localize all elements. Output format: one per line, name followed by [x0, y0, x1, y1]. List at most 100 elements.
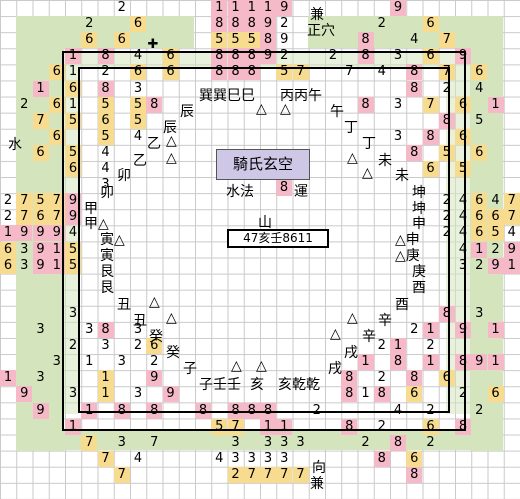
grid-cell[interactable]: 2 [491, 241, 500, 257]
grid-cell[interactable]: 5 [97, 96, 114, 113]
grid-cell[interactable]: 4 [377, 64, 386, 80]
grid-cell[interactable]: 2 [361, 434, 370, 450]
grid-cell[interactable]: 9 [32, 257, 49, 274]
grid-cell[interactable]: 7 [113, 466, 130, 483]
grid-cell[interactable]: 3 [393, 96, 403, 112]
grid-cell[interactable]: 7 [345, 64, 354, 80]
grid-cell[interactable]: 6 [32, 209, 49, 226]
grid-cell[interactable]: 1 [97, 386, 114, 403]
grid-cell[interactable]: 8 [341, 370, 358, 387]
grid-cell[interactable]: 6 [487, 209, 504, 226]
grid-cell[interactable]: 1 [32, 80, 49, 97]
grid-cell[interactable]: 6 [471, 193, 488, 210]
grid-cell[interactable]: 4 [410, 32, 419, 48]
grid-cell[interactable]: 6 [422, 16, 439, 33]
grid-cell[interactable]: 7 [292, 466, 309, 483]
grid-cell[interactable]: 2 [3, 209, 13, 225]
grid-cell[interactable]: 2 [227, 466, 244, 483]
grid-cell[interactable]: 1 [422, 354, 439, 371]
grid-cell[interactable]: 2 [377, 338, 386, 354]
grid-cell[interactable]: 1 [81, 402, 98, 419]
grid-cell[interactable]: 8 [260, 32, 276, 49]
grid-cell[interactable]: 3 [68, 305, 78, 321]
grid-cell[interactable]: 5 [211, 32, 228, 49]
grid-cell[interactable]: 6 [0, 257, 16, 274]
grid-cell[interactable]: 2 [377, 16, 386, 32]
grid-cell[interactable]: 7 [48, 193, 65, 210]
grid-cell[interactable]: 2 [442, 225, 451, 241]
grid-cell[interactable]: 6 [113, 32, 130, 49]
grid-cell[interactable]: 2 [85, 16, 94, 32]
grid-cell[interactable]: 3 [117, 434, 126, 450]
grid-cell[interactable]: 2 [280, 16, 289, 32]
grid-cell[interactable]: 9 [32, 241, 49, 258]
grid-cell[interactable]: 6 [406, 450, 423, 467]
grid-cell[interactable]: 4 [475, 80, 484, 96]
grid-cell[interactable]: 2 [377, 418, 386, 434]
grid-cell[interactable]: 6 [48, 128, 65, 145]
grid-cell[interactable]: 9 [280, 32, 289, 48]
grid-cell[interactable]: 1 [357, 354, 374, 371]
grid-cell[interactable]: 1 [260, 0, 276, 16]
grid-cell[interactable]: 4 [133, 128, 143, 144]
grid-cell[interactable]: 4 [133, 450, 143, 466]
grid-cell[interactable]: 2 [133, 338, 143, 354]
grid-cell[interactable]: 2 [20, 96, 29, 112]
grid-cell[interactable]: 6 [65, 161, 81, 177]
grid-cell[interactable]: 8 [97, 322, 114, 338]
grid-cell[interactable]: 1 [487, 322, 504, 338]
grid-cell[interactable]: 1 [487, 96, 504, 113]
grid-cell[interactable]: 8 [406, 466, 423, 483]
grid-cell[interactable]: 8 [406, 370, 423, 387]
grid-cell[interactable]: 5 [438, 144, 455, 161]
grid-cell[interactable]: 6 [471, 64, 488, 81]
grid-cell[interactable]: 8 [146, 96, 163, 113]
grid-cell[interactable]: 3 [133, 386, 143, 402]
grid-cell[interactable]: 3 [296, 434, 305, 450]
grid-cell[interactable]: 1 [361, 386, 370, 402]
grid-cell[interactable]: 1 [85, 354, 94, 370]
grid-cell[interactable]: 7 [422, 96, 439, 113]
grid-cell[interactable]: 7 [243, 466, 260, 483]
grid-cell[interactable]: 2 [280, 48, 289, 64]
grid-cell[interactable]: 8 [390, 434, 406, 451]
grid-cell[interactable]: 8 [438, 305, 455, 322]
grid-cell[interactable]: 1 [68, 64, 78, 80]
grid-cell[interactable]: 8 [455, 354, 471, 371]
grid-cell[interactable]: 8 [373, 386, 390, 403]
grid-cell[interactable]: 4 [101, 161, 110, 176]
grid-cell[interactable]: 4 [507, 225, 516, 241]
grid-cell[interactable]: 8 [357, 32, 374, 49]
grid-cell[interactable]: 2 [458, 386, 468, 402]
grid-cell[interactable]: 5 [487, 225, 504, 242]
grid-cell[interactable]: 8 [406, 144, 423, 161]
grid-cell[interactable]: 7 [276, 466, 293, 483]
grid-cell[interactable]: 3 [117, 354, 126, 370]
grid-cell[interactable]: 4 [215, 450, 224, 466]
grid-cell[interactable]: 2 [442, 193, 451, 209]
grid-cell[interactable]: 7 [150, 434, 159, 450]
grid-cell[interactable]: 6 [471, 144, 488, 161]
grid-cell[interactable]: 3 [263, 450, 273, 466]
grid-cell[interactable]: 1 [487, 354, 504, 371]
grid-cell[interactable]: 8 [406, 80, 423, 97]
grid-cell[interactable]: 3 [393, 128, 403, 144]
grid-cell[interactable]: 3 [231, 450, 240, 466]
grid-cell[interactable]: 5 [130, 96, 146, 113]
grid-cell[interactable]: 5 [475, 112, 484, 128]
grid-cell[interactable]: 9 [162, 386, 179, 403]
grid-cell[interactable]: 9 [260, 16, 276, 33]
grid-cell[interactable]: 2 [426, 338, 435, 354]
grid-cell[interactable]: 8 [113, 402, 130, 419]
grid-cell[interactable]: 4 [133, 48, 143, 64]
grid-cell[interactable]: 2 [442, 209, 451, 225]
grid-cell[interactable]: 1 [503, 257, 520, 274]
grid-cell[interactable]: 4 [458, 193, 468, 209]
grid-cell[interactable]: 6 [32, 144, 49, 161]
grid-cell[interactable]: 5 [65, 144, 81, 161]
grid-cell[interactable]: 6 [487, 386, 504, 403]
subtitle-box[interactable]: 47亥壬8611 [227, 229, 329, 248]
grid-cell[interactable]: 1 [48, 257, 65, 274]
grid-cell[interactable]: 8 [243, 402, 260, 419]
grid-cell[interactable]: 1 [97, 370, 114, 387]
